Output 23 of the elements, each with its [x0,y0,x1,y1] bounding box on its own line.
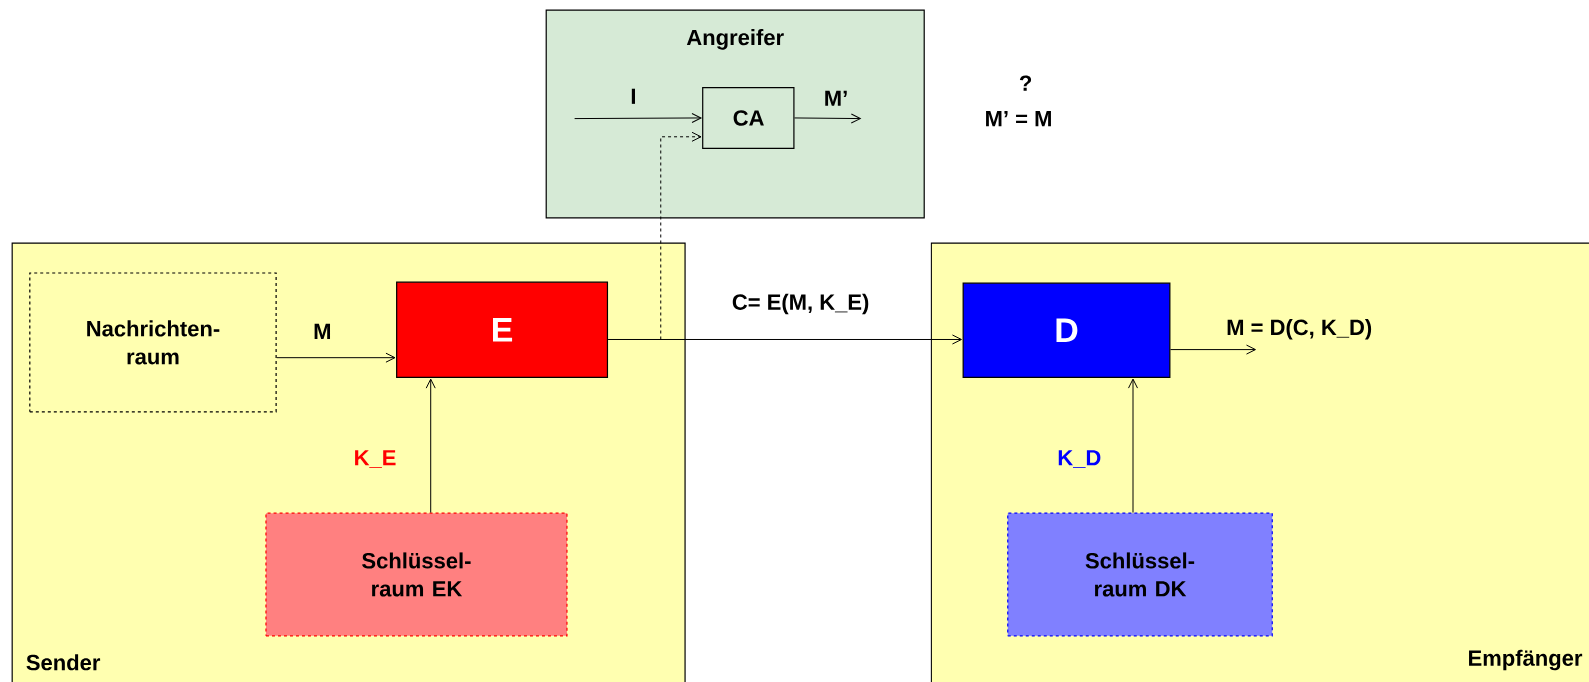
arrow [794,113,861,124]
encryption-box: E [396,281,609,379]
edge-label: K_D [1058,450,1101,468]
key-space-box: Schlüssel- raum DK [1007,512,1273,637]
question-mark: ? [1019,75,1032,91]
arrow [607,334,962,345]
arrow [660,131,702,340]
edge-label: M [314,323,330,339]
equation-label: M’ = M [986,111,1051,127]
edge-label: M = D(C, K_D) [1227,319,1372,340]
process-box: CA [702,86,795,149]
arrow [574,113,702,123]
message-space-box: Nachrichten- raum [29,272,277,413]
arrow [425,378,436,514]
edge-label: M’ [825,90,847,106]
edge-label: I [631,88,635,104]
key-space-box: Schlüssel- raum EK [265,512,568,637]
edge-label: K_E [355,450,396,468]
decryption-box: D [962,282,1171,378]
arrow [1169,344,1256,355]
arrow [276,352,396,363]
arrow [1128,378,1138,514]
edge-label: C= E(M, K_E) [732,293,869,315]
